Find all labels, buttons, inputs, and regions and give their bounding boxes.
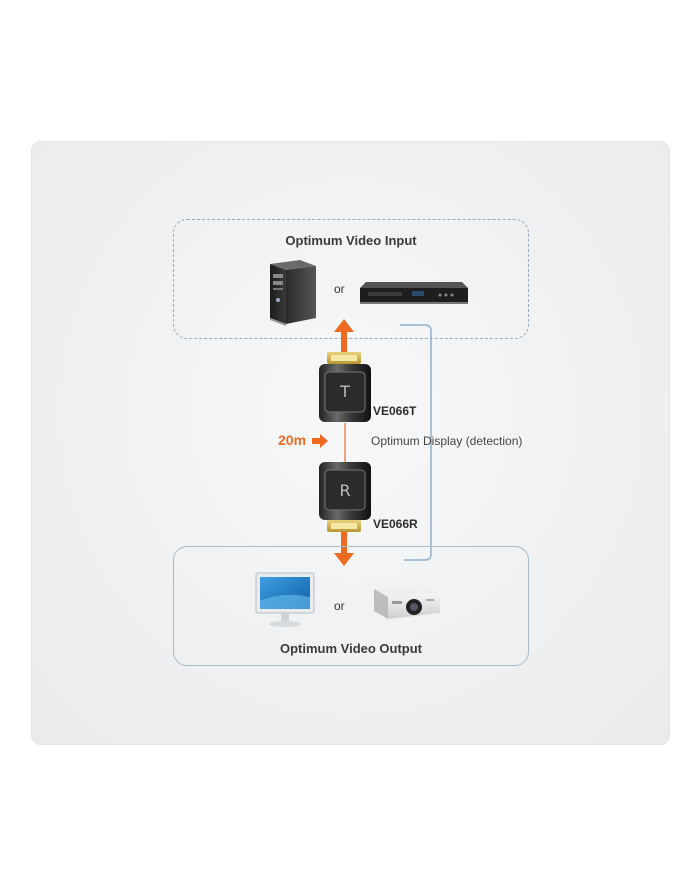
dvd-player-icon [360,282,468,304]
transmitter-letter: T [339,382,350,401]
arrow-right-icon [312,434,328,448]
distance-label: 20m [278,432,307,448]
projector-icon [374,585,440,619]
pc-tower-icon [270,260,316,326]
video-output-group: or Optimum Video Output [173,546,529,666]
input-or-label: or [334,282,345,296]
arrow-up-icon [334,319,354,353]
receiver-model: VE066R [373,517,418,531]
feedback-label: Optimum Display (detection) [371,434,523,448]
diagram-panel: Optimum Video Input or [31,141,670,745]
output-title: Optimum Video Output [279,641,423,656]
output-or-label: or [334,599,345,613]
input-title: Optimum Video Input [285,233,417,248]
video-input-group: Optimum Video Input or [173,219,529,339]
receiver-letter: R [339,481,350,500]
monitor-icon [255,572,315,627]
cable-link-line [344,423,346,463]
transmitter-dongle-icon: T [319,352,371,422]
transmitter-model: VE066T [373,404,417,418]
receiver-dongle-icon: R [319,462,371,532]
arrow-down-icon [334,532,354,566]
feedback-line [400,324,432,561]
